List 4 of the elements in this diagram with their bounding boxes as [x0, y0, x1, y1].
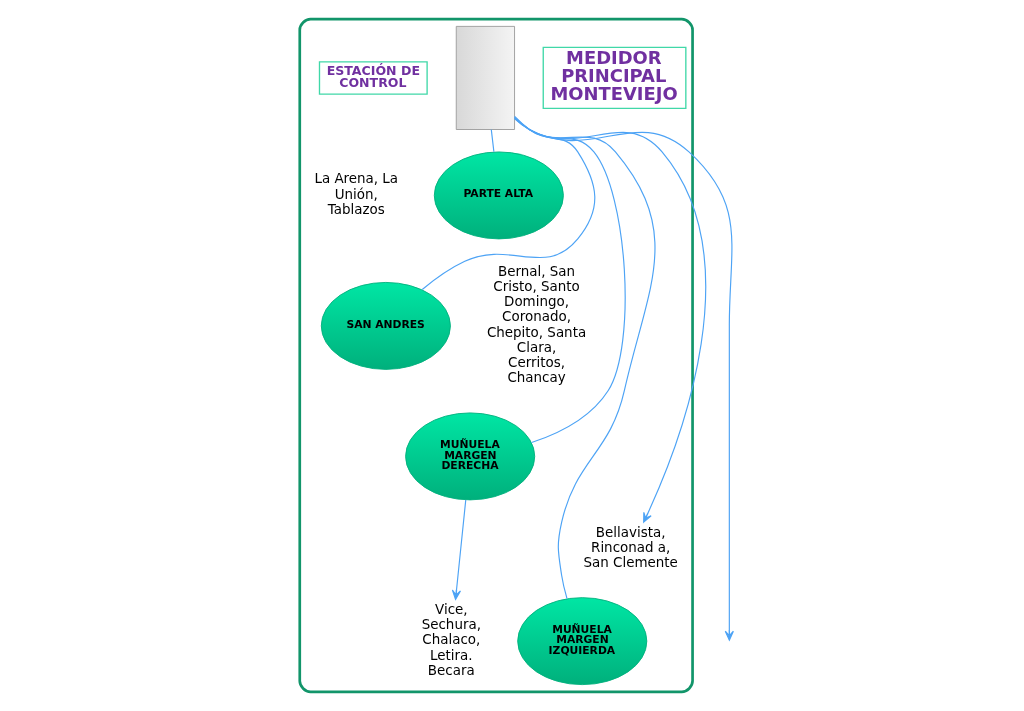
node-label: Bernal, San Cristo, Santo Domingo, Coronado, Chepito, Santa Clara, Cerritos, Chancay	[486, 263, 586, 386]
node-text: Vice, Sechura, Chalaco, Letira. Becara	[421, 601, 481, 678]
node-text: Bellavista, Rinconad a, San Clemente	[583, 524, 678, 571]
node-label: La Arena, La Unión, Tablazos	[313, 171, 398, 217]
